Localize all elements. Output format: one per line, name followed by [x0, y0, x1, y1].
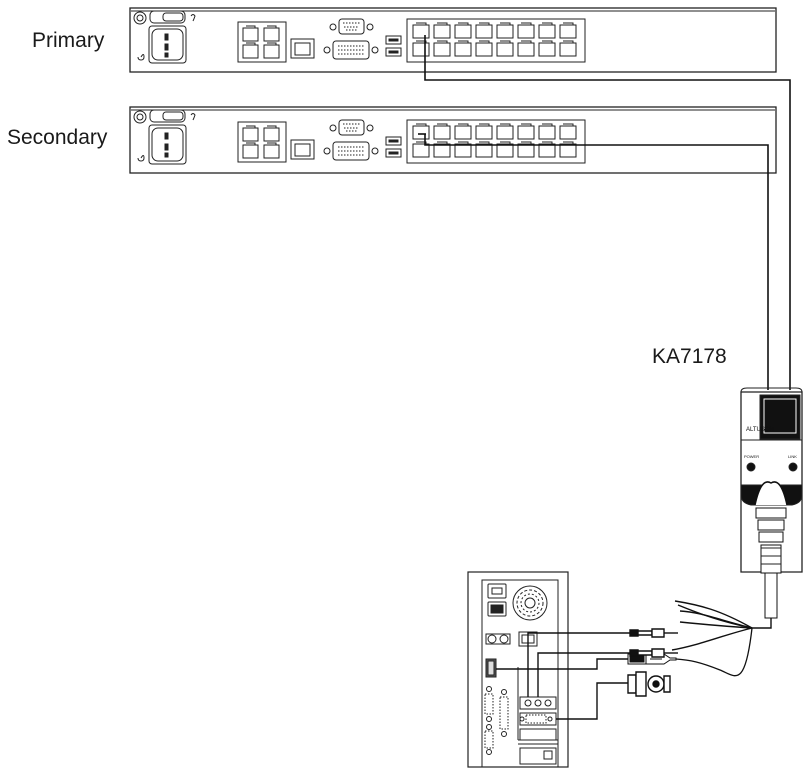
primary-quad-port-block — [237, 21, 287, 63]
microphone-plug-icon — [537, 648, 678, 697]
secondary-kvm-switch — [129, 106, 777, 174]
secondary-usb-ports — [385, 136, 402, 158]
adapter-brand-text: ALTUSCN — [746, 427, 774, 433]
adapter-cable-fanout — [671, 600, 772, 651]
secondary-quad-port-block — [237, 121, 287, 163]
primary-kvm-port-block — [406, 18, 586, 63]
primary-ethernet-port — [290, 38, 315, 59]
secondary-ground-icon — [137, 155, 145, 162]
adapter-rj45-jack-icon — [759, 394, 801, 440]
primary-label: Primary — [32, 29, 105, 52]
adapter-link-led-icon — [788, 462, 798, 472]
secondary-power-socket-icon — [148, 124, 187, 165]
psu-power-socket-icon — [487, 583, 507, 617]
serial-port-2-icon — [484, 724, 494, 755]
adapter-power-led-label: POWER — [744, 454, 759, 459]
cat5-cable-primary — [424, 35, 791, 390]
adapter-model-label: KA7178 — [652, 345, 727, 368]
primary-usb-ports — [385, 35, 402, 57]
cat5-cable-secondary — [418, 133, 769, 390]
secondary-power-switch — [133, 109, 196, 124]
adapter-power-led-icon — [746, 462, 756, 472]
primary-vga-port — [329, 18, 374, 35]
vga-connector-icon — [556, 671, 671, 720]
psu-fan-icon — [512, 585, 548, 621]
computer-usb-port-icon — [485, 658, 497, 678]
speaker-plug-icon — [527, 628, 678, 697]
serial-port-1-icon — [484, 686, 494, 722]
secondary-ethernet-port — [290, 139, 315, 160]
ps2-ports-icon — [485, 633, 511, 645]
usb-b-port-icon — [543, 750, 553, 760]
secondary-vga-port — [329, 119, 374, 136]
secondary-label: Secondary — [7, 126, 108, 149]
primary-kvm-switch — [129, 7, 777, 73]
adapter-link-led-label: LINK — [788, 454, 797, 459]
parallel-port-icon — [499, 689, 509, 737]
primary-dvi-port — [323, 40, 379, 60]
computer-tower — [467, 571, 569, 768]
primary-power-socket-icon — [148, 25, 187, 64]
secondary-dvi-port — [323, 141, 379, 161]
primary-ground-icon — [137, 54, 145, 61]
primary-power-switch — [133, 10, 196, 25]
ka7178-adapter: ALTUSCN POWER LINK — [740, 387, 803, 619]
secondary-kvm-port-block — [406, 119, 586, 164]
